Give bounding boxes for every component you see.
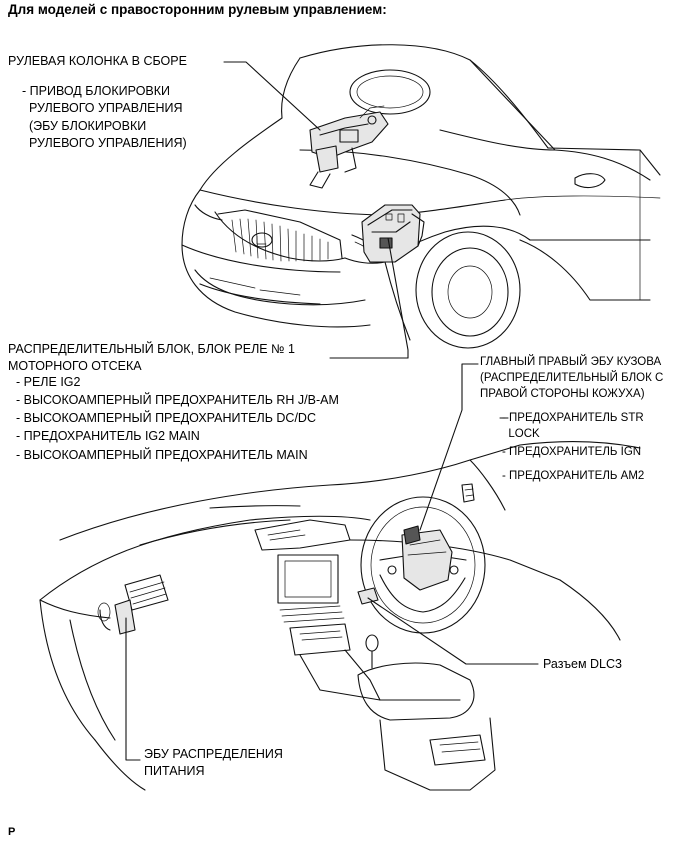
label-main-body-ecu: ГЛАВНЫЙ ПРАВЫЙ ЭБУ КУЗОВА (РАСПРЕДЕЛИТЕЛ… [480,356,664,400]
steering-wheel-through-windshield [349,69,431,115]
label-fuse-str-lock: - ПРЕДОХРАНИТЕЛЬ STR LOCK [502,412,644,440]
leader-dlc3 [367,597,539,665]
dlc3-connector-part [357,587,379,605]
label-fuse-am2: - ПРЕДОХРАНИТЕЛЬ AM2 [502,470,645,482]
diagram-title: Для моделей с правосторонним рулевым упр… [8,2,387,17]
label-fuse-ign: - ПРЕДОХРАНИТЕЛЬ IGN [502,446,642,458]
callout-lines [125,61,539,761]
label-dlc3: Разъем DLC3 [543,657,622,671]
label-steering-column: РУЛЕВАЯ КОЛОНКА В СБОРЕ [8,54,187,68]
leader-engine-relay-block [387,237,409,359]
label-fuse-rh-jb-am: - ВЫСОКОАМПЕРНЫЙ ПРЕДОХРАНИТЕЛЬ RH J/B-A… [16,393,339,407]
steering-column-part [309,105,389,189]
leader-main-body-ecu [419,363,479,531]
engine-relay-block-part [361,204,425,263]
label-steering-lock-actuator: - ПРИВОД БЛОКИРОВКИ РУЛЕВОГО УПРАВЛЕНИЯ [22,84,183,115]
car-front-drawing [181,44,661,349]
label-power-distribution-ecu: ЭБУ РАСПРЕДЕЛЕНИЯ ПИТАНИЯ [144,747,283,778]
interior-steering-wheel [360,496,486,634]
page-footer-letter: P [8,826,16,838]
label-relay-ig2: - РЕЛЕ IG2 [16,375,81,389]
label-steering-lock-ecu: (ЭБУ БЛОКИРОВКИ РУЛЕВОГО УПРАВЛЕНИЯ) [28,119,187,150]
leader-steering-column [223,61,321,131]
leader-power-ecu [125,617,141,761]
label-engine-relay-block: РАСПРЕДЕЛИТЕЛЬНЫЙ БЛОК, БЛОК РЕЛЕ № 1 МО… [8,342,295,373]
label-fuse-main: - ВЫСОКОАМПЕРНЫЙ ПРЕДОХРАНИТЕЛЬ MAIN [16,448,308,462]
label-fuse-dc-dc: - ВЫСОКОАМПЕРНЫЙ ПРЕДОХРАНИТЕЛЬ DC/DC [16,411,316,425]
interior-dashboard-drawing [39,441,641,791]
label-fuse-ig2-main: - ПРЕДОХРАНИТЕЛЬ IG2 MAIN [16,429,200,443]
